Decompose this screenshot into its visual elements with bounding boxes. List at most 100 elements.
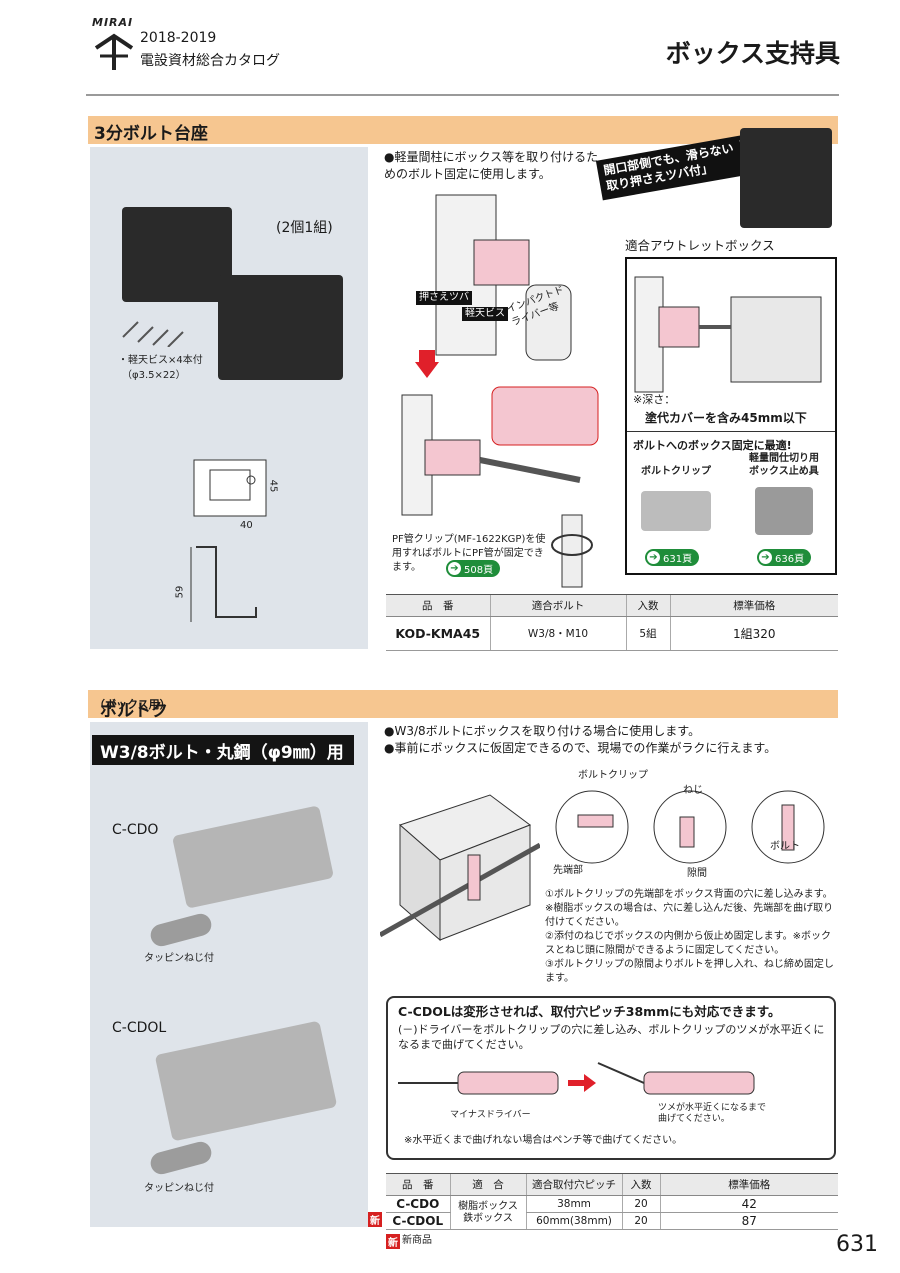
label-screw: 軽天ビス — [462, 307, 508, 321]
pitch: 38mm — [525, 1195, 622, 1213]
outlet-title: 適合アウトレットボックス — [625, 238, 775, 253]
ref-631-link[interactable]: ➔631頁 — [645, 549, 700, 566]
clip-box-illustration — [380, 794, 540, 942]
price: 1組320 — [669, 616, 838, 651]
tapping-screw-photo-a — [148, 911, 214, 949]
pitch: 60mm(38mm) — [525, 1212, 622, 1230]
compatible-box: 樹脂ボックス 鉄ボックス — [449, 1195, 526, 1230]
dim-height: 45 — [267, 479, 279, 493]
label-bolt-clip: ボルトクリップ — [578, 770, 648, 781]
col-header: 品 番 — [386, 1173, 450, 1196]
compatible-outlet-panel: ※深さ： 塗代カバーを含み45mm以下 ボルトへのボックス固定に最適! 軽量間仕… — [625, 257, 837, 575]
deform-illustration — [398, 1062, 755, 1095]
catalog-name: 電設資材総合カタログ — [140, 53, 280, 69]
table-row: C-CDO 樹脂ボックス 鉄ボックス 38mm 20 42 — [386, 1195, 838, 1230]
bracket-photo-2 — [218, 275, 343, 380]
tapping-screw-photo-b — [148, 1139, 214, 1177]
ref-636-link[interactable]: ➔636頁 — [757, 549, 812, 566]
spec-table-bolt-clip: 品 番 適 合 適合取付穴ピッチ 入数 標準価格 C-CDO 樹脂ボックス 鉄ボ… — [386, 1173, 838, 1230]
model-a-label: C-CDO — [112, 822, 159, 838]
c-cdo-photo — [171, 805, 335, 909]
arrow-right-icon: ➔ — [647, 551, 660, 564]
product-code: KOD-KMA45 — [386, 616, 490, 651]
section2-bullet-2: ●事前にボックスに仮固定できるので、現場での作業がラクに行えます。 — [384, 741, 777, 755]
spec-table-bolt-base: 品 番 適合ボルト 入数 標準価格 KOD-KMA45 W3/8・M10 5組 … — [386, 594, 838, 651]
price: 87 — [659, 1212, 838, 1230]
label-flange: 押さえツバ — [416, 291, 472, 305]
step-2: ②添付のねじでボックスの内側から仮止め固定します。※ボックスとねじ頭に隙間ができ… — [545, 931, 832, 956]
outlet-box-illustration — [634, 276, 822, 393]
ref-636-text: 636頁 — [775, 554, 805, 565]
pf-clip-note: PF管クリップ(MF-1622KGP)を使用すればボルトにPF管が固定できます。 — [392, 534, 546, 573]
col-header: 入数 — [621, 1173, 660, 1196]
deform-text: (－)ドライバーをボルトクリップの穴に差し込み、ボルトクリップのツメが水平近くに… — [398, 1023, 825, 1051]
step-1: ①ボルトクリップの先端部をボックス背面の穴に差し込みます。※樹脂ボックスの場合は… — [545, 889, 834, 928]
best-fix-note: ボルトへのボックス固定に最適! — [633, 439, 792, 452]
label-minus-driver: マイナスドライバー — [450, 1110, 531, 1120]
header-divider — [86, 94, 839, 96]
dim-width: 40 — [240, 520, 253, 531]
label-bolt: ボルト — [770, 841, 800, 852]
new-product-badge: 新 — [368, 1212, 382, 1227]
section-bar-bolt-clip: ボルトクリップ（ボックス用） — [88, 690, 838, 746]
stopper-photo — [755, 487, 813, 535]
page-category-title: ボックス支持具 — [665, 39, 840, 68]
price: 42 — [659, 1195, 838, 1213]
product-code: C-CDO — [386, 1195, 450, 1213]
top-view-drawing — [193, 459, 267, 517]
brand-logo-icon — [94, 33, 134, 70]
install-steps: ①ボルトクリップの先端部をボックス背面の穴に差し込みます。※樹脂ボックスの場合は… — [545, 888, 840, 986]
section-title: 3分ボルト台座 — [94, 124, 208, 144]
bracket-photo-1 — [122, 207, 232, 302]
compatible-bolt: W3/8・M10 — [489, 616, 626, 651]
bolt-clip-label: ボルトクリップ — [641, 466, 711, 477]
label-tip: 先端部 — [553, 865, 583, 876]
set-note: (2個1組) — [276, 220, 333, 236]
col-header: 標準価格 — [659, 1173, 838, 1196]
panel-divider — [627, 431, 835, 432]
pf-page-ref[interactable]: ➔508頁 — [446, 560, 501, 577]
col-header: 標準価格 — [669, 594, 838, 617]
col-header: 適合ボルト — [489, 594, 626, 617]
clip-steps-illustration — [555, 790, 825, 864]
label-claw-1: ツメが水平近くになるまで — [658, 1103, 767, 1113]
quantity: 5組 — [625, 616, 670, 651]
section1-bullet: ●軽量間柱にボックス等を取り付けるためのボルト固定に使用します。 — [384, 150, 599, 181]
cdol-deform-box: C-CDOLは変形させれば、取付穴ピッチ38mmにも対応できます。 (－)ドライ… — [386, 996, 836, 1160]
catalog-year: 2018-2019 — [140, 30, 217, 46]
pf-clip-illustration — [551, 514, 593, 588]
c-cdol-photo — [154, 1020, 338, 1142]
arrow-right-icon: ➔ — [448, 562, 461, 575]
deform-title: C-CDOLは変形させれば、取付穴ピッチ38mmにも対応できます。 — [398, 1004, 781, 1019]
step-3: ③ボルトクリップの隙間よりボルトを押し入れ、ねじ締め固定します。 — [545, 959, 834, 984]
col-header: 適合取付穴ピッチ — [525, 1173, 622, 1196]
pf-ref-text: 508頁 — [464, 565, 494, 576]
new-legend-badge: 新 — [386, 1234, 400, 1249]
quantity: 20 — [621, 1195, 660, 1213]
arrow-down-icon — [415, 350, 439, 378]
stopper-label-1: 軽量間仕切り用 — [749, 453, 819, 464]
label-gap: 隙間 — [687, 868, 707, 879]
col-header: 入数 — [625, 594, 670, 617]
depth-note-1: ※深さ： — [633, 393, 676, 406]
arrow-right-icon: ➔ — [759, 551, 772, 564]
label-claw-2: 曲げてください。 — [658, 1114, 730, 1124]
page-number: 631 — [836, 1232, 878, 1257]
table-row: KOD-KMA45 W3/8・M10 5組 1組320 — [386, 616, 838, 651]
product-photo-panel: (2個1組) ・軽天ビス×4本付 （φ3.5×22） 45 40 59 — [90, 147, 368, 649]
side-view-drawing — [190, 546, 257, 622]
new-legend-text: 新商品 — [402, 1235, 432, 1246]
bolt-clip-photo — [641, 491, 711, 531]
col-header: 適 合 — [449, 1173, 526, 1196]
stopper-label-2: ボックス止め具 — [749, 466, 819, 477]
col-header: 品 番 — [386, 594, 490, 617]
screw-b-label: タッピンねじ付 — [144, 1183, 214, 1194]
label-screw-diagram: ねじ — [683, 785, 703, 796]
quantity: 20 — [621, 1212, 660, 1230]
table-row: C-CDOL 60mm(38mm) 20 87 — [386, 1212, 838, 1230]
brand-logo-text: MIRAI — [92, 16, 134, 29]
ref-631-text: 631頁 — [663, 554, 693, 565]
screw-note-line1: ・軽天ビス×4本付 — [118, 355, 203, 366]
install-illustration-1 — [435, 194, 572, 361]
variant-label: W3/8ボルト・丸鋼（φ9㎜）用 — [92, 735, 354, 765]
